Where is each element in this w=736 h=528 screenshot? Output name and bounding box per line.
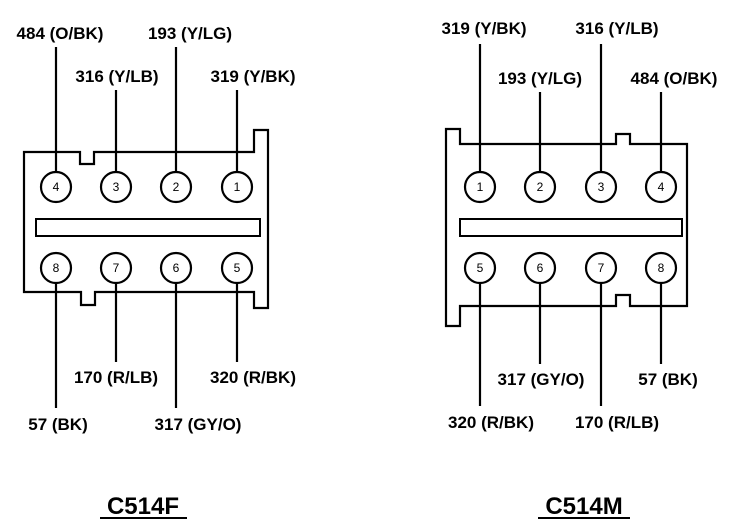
c514f-wire-label: 319 (Y/BK) [210, 67, 295, 86]
c514m-wire-label: 193 (Y/LG) [498, 69, 582, 88]
c514f-wire-label: 484 (O/BK) [17, 24, 104, 43]
connector-c514f: 4 3 2 1 8 7 6 5 484 (O/BK) 193 (Y/LG) 31… [17, 24, 296, 520]
c514f-pin-number: 6 [173, 261, 180, 275]
c514f-wire-label: 170 (R/LB) [74, 368, 158, 387]
c514f-pin-number: 8 [53, 261, 60, 275]
c514m-wire-label: 484 (O/BK) [631, 69, 718, 88]
c514m-pin-number: 8 [658, 261, 665, 275]
c514f-wire-label: 317 (GY/O) [155, 415, 242, 434]
c514f-wire-label: 193 (Y/LG) [148, 24, 232, 43]
c514m-pin-number: 5 [477, 261, 484, 275]
connector-c514m: 1 2 3 4 5 6 7 8 319 (Y/BK) 316 (Y/LB) 19… [441, 19, 717, 520]
c514f-wire-label: 57 (BK) [28, 415, 88, 434]
c514m-wire-label: 320 (R/BK) [448, 413, 534, 432]
c514m-title: C514M [545, 493, 622, 520]
c514m-wire-label: 170 (R/LB) [575, 413, 659, 432]
c514m-divider-bar [459, 218, 683, 237]
c514m-pin-number: 6 [537, 261, 544, 275]
c514m-wire-label: 316 (Y/LB) [575, 19, 658, 38]
c514f-wire-label: 316 (Y/LB) [75, 67, 158, 86]
c514f-pin-number: 5 [234, 261, 241, 275]
c514f-pin-number: 4 [53, 180, 60, 194]
c514m-wire-label: 57 (BK) [638, 370, 698, 389]
c514m-pin-number: 4 [658, 180, 665, 194]
c514m-wire-label: 317 (GY/O) [498, 370, 585, 389]
c514f-pin-number: 1 [234, 180, 241, 194]
c514f-pin-number: 2 [173, 180, 180, 194]
c514m-pin-number: 7 [598, 261, 605, 275]
c514f-pin-number: 3 [113, 180, 120, 194]
c514f-title: C514F [107, 493, 179, 520]
c514m-wire-label: 319 (Y/BK) [441, 19, 526, 38]
c514m-pin-number: 1 [477, 180, 484, 194]
c514f-pin-number: 7 [113, 261, 120, 275]
c514m-pin-number: 3 [598, 180, 605, 194]
c514m-pin-number: 2 [537, 180, 544, 194]
c514f-wire-label: 320 (R/BK) [210, 368, 296, 387]
c514f-divider-bar [35, 218, 261, 237]
